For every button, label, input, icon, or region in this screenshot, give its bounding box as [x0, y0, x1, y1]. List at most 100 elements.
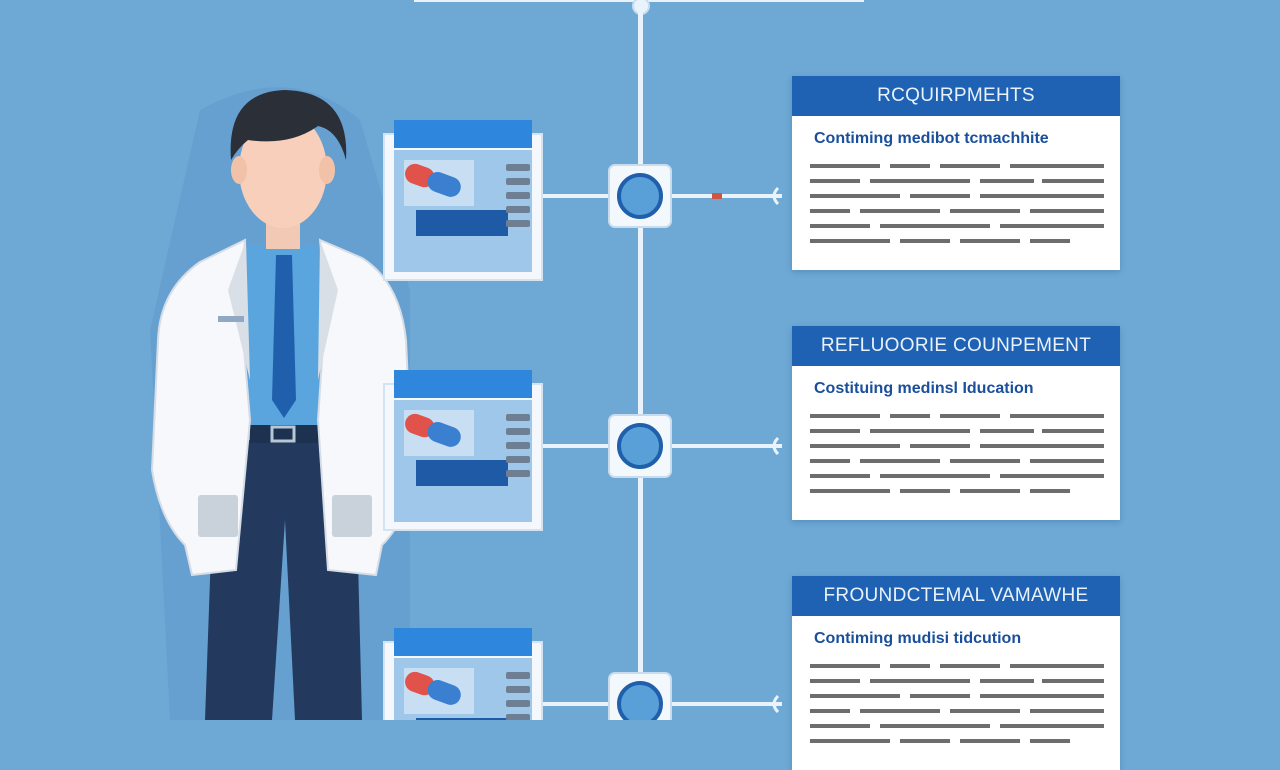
placeholder-line: [870, 179, 970, 183]
doctor-figure: [150, 87, 414, 720]
placeholder-line: [910, 194, 970, 198]
placeholder-line: [810, 209, 850, 213]
timeline-node-ring: [617, 173, 663, 219]
info-card: FROUNDCTEMAL VAMAWHE Contiming mudisi ti…: [792, 576, 1120, 770]
placeholder-line: [1042, 429, 1104, 433]
panel-block: [416, 460, 508, 486]
placeholder-line: [810, 194, 900, 198]
placeholder-line: [1000, 474, 1104, 478]
placeholder-line: [860, 709, 940, 713]
placeholder-line: [810, 489, 890, 493]
placeholder-line: [810, 664, 880, 668]
medicine-panel-header: [394, 370, 532, 398]
placeholder-line: [1042, 679, 1104, 683]
pill-half-red: [405, 413, 435, 438]
coat-pocket-left: [198, 495, 238, 537]
placeholder-line: [950, 459, 1020, 463]
marker-dot: [712, 193, 722, 199]
belt-buckle: [270, 425, 296, 443]
placeholder-line: [810, 429, 860, 433]
timeline-node-ring: [617, 681, 663, 720]
placeholder-line: [1000, 724, 1104, 728]
placeholder-line: [980, 444, 1104, 448]
placeholder-line: [810, 474, 870, 478]
panel-stripe: [506, 714, 530, 720]
panel-stripe: [506, 428, 530, 435]
pill-half-red: [405, 671, 435, 696]
connector-left: [540, 702, 640, 706]
placeholder-line: [980, 694, 1104, 698]
placeholder-line: [1030, 209, 1104, 213]
pill-half-blue: [427, 680, 461, 705]
panel-stripe: [506, 700, 530, 707]
panel-block: [416, 718, 508, 720]
info-card: REFLUOORIE COUNPEMENT Costituing medinsl…: [792, 326, 1120, 520]
panel-stripe: [506, 178, 530, 185]
panel-stripe: [506, 470, 530, 477]
placeholder-line: [1010, 664, 1104, 668]
placeholder-line: [860, 459, 940, 463]
panel-block: [416, 210, 508, 236]
placeholder-line: [880, 724, 990, 728]
medicine-panel-header: [394, 120, 532, 148]
panel-stripe: [506, 686, 530, 693]
placeholder-line: [890, 414, 930, 418]
placeholder-line: [940, 164, 1000, 168]
panel-stripe: [506, 456, 530, 463]
placeholder-line: [810, 164, 880, 168]
placeholder-line: [900, 739, 950, 743]
placeholder-line: [980, 179, 1034, 183]
placeholder-line: [980, 679, 1034, 683]
timeline-row: [383, 370, 782, 531]
pill-half-blue: [427, 422, 461, 447]
placeholder-line: [900, 489, 950, 493]
placeholder-line: [1030, 709, 1104, 713]
placeholder-line: [810, 724, 870, 728]
timeline-spine: [638, 10, 643, 720]
info-card: RCQUIRPMEHTS Contiming medibot tcmachhit…: [792, 76, 1120, 270]
placeholder-line: [1042, 179, 1104, 183]
panel-stripe: [506, 220, 530, 227]
card-subtitle: Contiming medibot tcmachhite: [814, 130, 1049, 147]
infographic: RCQUIRPMEHTS Contiming medibot tcmachhit…: [150, 0, 1120, 770]
connector-end-hook: [772, 694, 780, 714]
panel-stripe: [506, 192, 530, 199]
placeholder-line: [900, 239, 950, 243]
placeholder-line: [960, 239, 1020, 243]
placeholder-line: [810, 414, 880, 418]
diagram-canvas: [150, 0, 864, 720]
card-text-lines: [810, 664, 1104, 743]
placeholder-line: [960, 739, 1020, 743]
placeholder-line: [870, 429, 970, 433]
card-title: FROUNDCTEMAL VAMAWHE: [792, 576, 1120, 616]
tie: [272, 255, 296, 418]
placeholder-line: [1010, 414, 1104, 418]
trousers: [205, 440, 362, 720]
card-text-lines: [810, 164, 1104, 243]
pill-icon: [405, 671, 461, 705]
placeholder-line: [880, 224, 990, 228]
lab-coat-left: [150, 238, 252, 577]
connector-end-hook: [772, 186, 780, 206]
placeholder-line: [810, 709, 850, 713]
card-subtitle: Costituing medinsl Iducation: [814, 380, 1034, 397]
placeholder-line: [1030, 489, 1070, 493]
name-badge: [218, 316, 244, 322]
placeholder-line: [810, 179, 860, 183]
card-title: RCQUIRPMEHTS: [792, 76, 1120, 116]
placeholder-line: [810, 239, 890, 243]
placeholder-line: [1030, 459, 1104, 463]
placeholder-line: [980, 194, 1104, 198]
placeholder-line: [880, 474, 990, 478]
card-subtitle: Contiming mudisi tidcution: [814, 630, 1022, 647]
placeholder-line: [940, 664, 1000, 668]
coat-pocket-right: [332, 495, 372, 537]
placeholder-line: [1030, 239, 1070, 243]
placeholder-line: [860, 209, 940, 213]
placeholder-line: [950, 709, 1020, 713]
placeholder-line: [1010, 164, 1104, 168]
placeholder-line: [890, 664, 930, 668]
card-title: REFLUOORIE COUNPEMENT: [792, 326, 1120, 366]
connector-left: [540, 194, 640, 198]
placeholder-line: [810, 739, 890, 743]
